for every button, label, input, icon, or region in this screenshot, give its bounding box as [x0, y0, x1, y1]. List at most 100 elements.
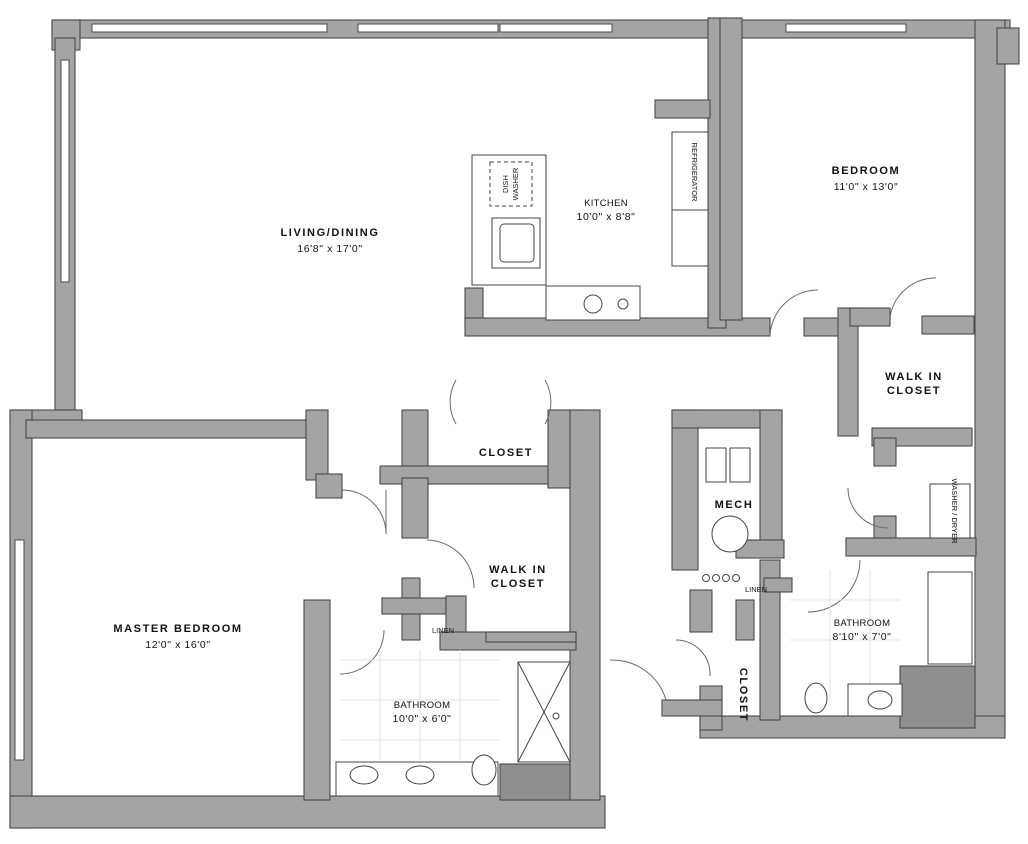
door-swing-walkin-master: [426, 539, 475, 589]
door-swing-closet-left: [449, 379, 457, 425]
size-bathroom-second: 8'10" x 7'0": [833, 631, 892, 643]
label-dishwasher-1: DISH: [501, 175, 510, 193]
door-swing-entry-closet: [675, 639, 711, 677]
center-right-wall: [569, 409, 601, 801]
linen2-left: [689, 589, 713, 633]
mech-left-wall: [671, 409, 699, 571]
interior-walls: [25, 17, 977, 801]
washer-dryer-unit: [929, 483, 971, 539]
label-linen-master: LINEN: [432, 626, 454, 635]
linen2-right: [735, 599, 755, 641]
stove-burner-small: [617, 298, 629, 310]
master-top-pier: [305, 409, 329, 481]
size-master-bedroom: 12'0" x 16'0": [145, 639, 210, 651]
walkin-left-wall: [837, 307, 859, 437]
size-bathroom-master: 10'0" x 6'0": [393, 713, 452, 725]
bath2-tub: [927, 571, 973, 665]
bath2-tiles: [790, 570, 900, 700]
label-master-bedroom: MASTER BEDROOM: [113, 623, 242, 635]
bath2-linen-stub: [763, 577, 793, 593]
shower-shaft: [499, 763, 581, 801]
label-dishwasher-2: WASHER: [511, 167, 520, 200]
master-sink-2: [405, 765, 435, 785]
label-bathroom-master: BATHROOM: [394, 700, 451, 711]
mech-pipe-2: [712, 574, 720, 582]
label-walkin-bedroom-2: CLOSET: [887, 385, 941, 397]
bedroom-door-jamb-right: [921, 315, 975, 335]
top-window-1: [91, 23, 328, 33]
kitchen-top-counter-wall: [654, 99, 711, 119]
dishwasher-outline: [489, 161, 533, 207]
room-labels: LIVING/DINING 16'8" x 17'0" KITCHEN 10'0…: [113, 165, 943, 725]
master-left-window: [14, 539, 25, 761]
kitchen-fixtures: [471, 131, 709, 321]
master-door-jamb: [315, 473, 343, 499]
door-swing-bath2: [807, 559, 861, 613]
label-linen-second: LINEN: [745, 585, 767, 594]
top-window-2: [357, 23, 499, 33]
size-kitchen: 10'0" x 8'8": [577, 211, 636, 223]
walkin-top-left: [849, 307, 891, 327]
master-bottom-wall: [9, 795, 606, 829]
sink-basin: [499, 223, 535, 263]
mech-unit-1: [705, 447, 727, 483]
label-closet-entry: CLOSET: [737, 668, 749, 722]
walkin-master-left: [401, 477, 429, 539]
right-exterior-wall: [974, 19, 1006, 729]
door-swing-entry: [609, 659, 667, 701]
right-upper-pier: [996, 27, 1020, 65]
label-bedroom: BEDROOM: [832, 165, 901, 177]
master-sink-1: [349, 765, 379, 785]
entry-jamb-foot: [661, 699, 723, 717]
water-heater: [711, 515, 749, 553]
refrigerator: [671, 131, 709, 211]
label-washer-dryer: WASHER / DRYER: [950, 478, 959, 544]
label-living-dining: LIVING/DINING: [280, 227, 379, 239]
door-swing-bath-master: [339, 629, 385, 675]
exterior-walls: [9, 19, 1020, 829]
bedroom-door-jamb-left: [803, 317, 843, 337]
stove-burner-large: [583, 294, 603, 314]
mech-pipe-4: [732, 574, 740, 582]
living-left-window: [60, 59, 70, 283]
laundry-pier: [873, 437, 897, 467]
bath2-toilet: [804, 682, 828, 714]
walkin-bottom-strip: [485, 631, 577, 643]
fixture-labels: DISH WASHER REFRIGERATOR WASHER / DRYER …: [432, 143, 959, 635]
bedroom-left-wall: [719, 17, 743, 321]
master-top-wall: [25, 419, 323, 439]
door-swing-laundry: [847, 487, 889, 529]
door-swing-closet-right: [544, 379, 552, 425]
label-walkin-master-2: CLOSET: [491, 578, 545, 590]
bath2-left-wall: [759, 559, 781, 721]
bath-shaft: [899, 665, 976, 729]
door-swing-bedroom-left: [769, 289, 819, 337]
mech-pipe-1: [702, 574, 710, 582]
shower-drain: [552, 712, 560, 720]
top-window-4: [785, 23, 907, 33]
master-right-wall: [303, 599, 331, 801]
size-bedroom: 11'0" x 13'0": [834, 181, 899, 193]
mech-right-wall: [759, 409, 783, 541]
door-swing-bedroom-right: [889, 277, 937, 319]
label-mech: MECH: [715, 499, 754, 511]
label-refrigerator: REFRIGERATOR: [690, 143, 699, 202]
label-kitchen: KITCHEN: [584, 198, 628, 209]
label-walkin-master-1: WALK IN: [489, 564, 547, 576]
kitchen-side-counter: [671, 209, 709, 267]
master-toilet: [471, 754, 497, 786]
linen-wall: [381, 597, 447, 615]
top-window-3: [499, 23, 613, 33]
walkin-bottom-wall: [871, 427, 973, 447]
bath-fixtures: [335, 447, 973, 797]
master-bath-tiles: [340, 650, 500, 760]
label-walkin-bedroom-1: WALK IN: [885, 371, 943, 383]
door-swings: [339, 277, 937, 701]
label-closet-hall: CLOSET: [479, 447, 533, 459]
bath2-top-wall: [845, 537, 977, 557]
bath2-sink: [867, 690, 893, 710]
mech-unit-2: [729, 447, 751, 483]
mech-pipe-3: [722, 574, 730, 582]
door-swing-master: [341, 489, 387, 535]
